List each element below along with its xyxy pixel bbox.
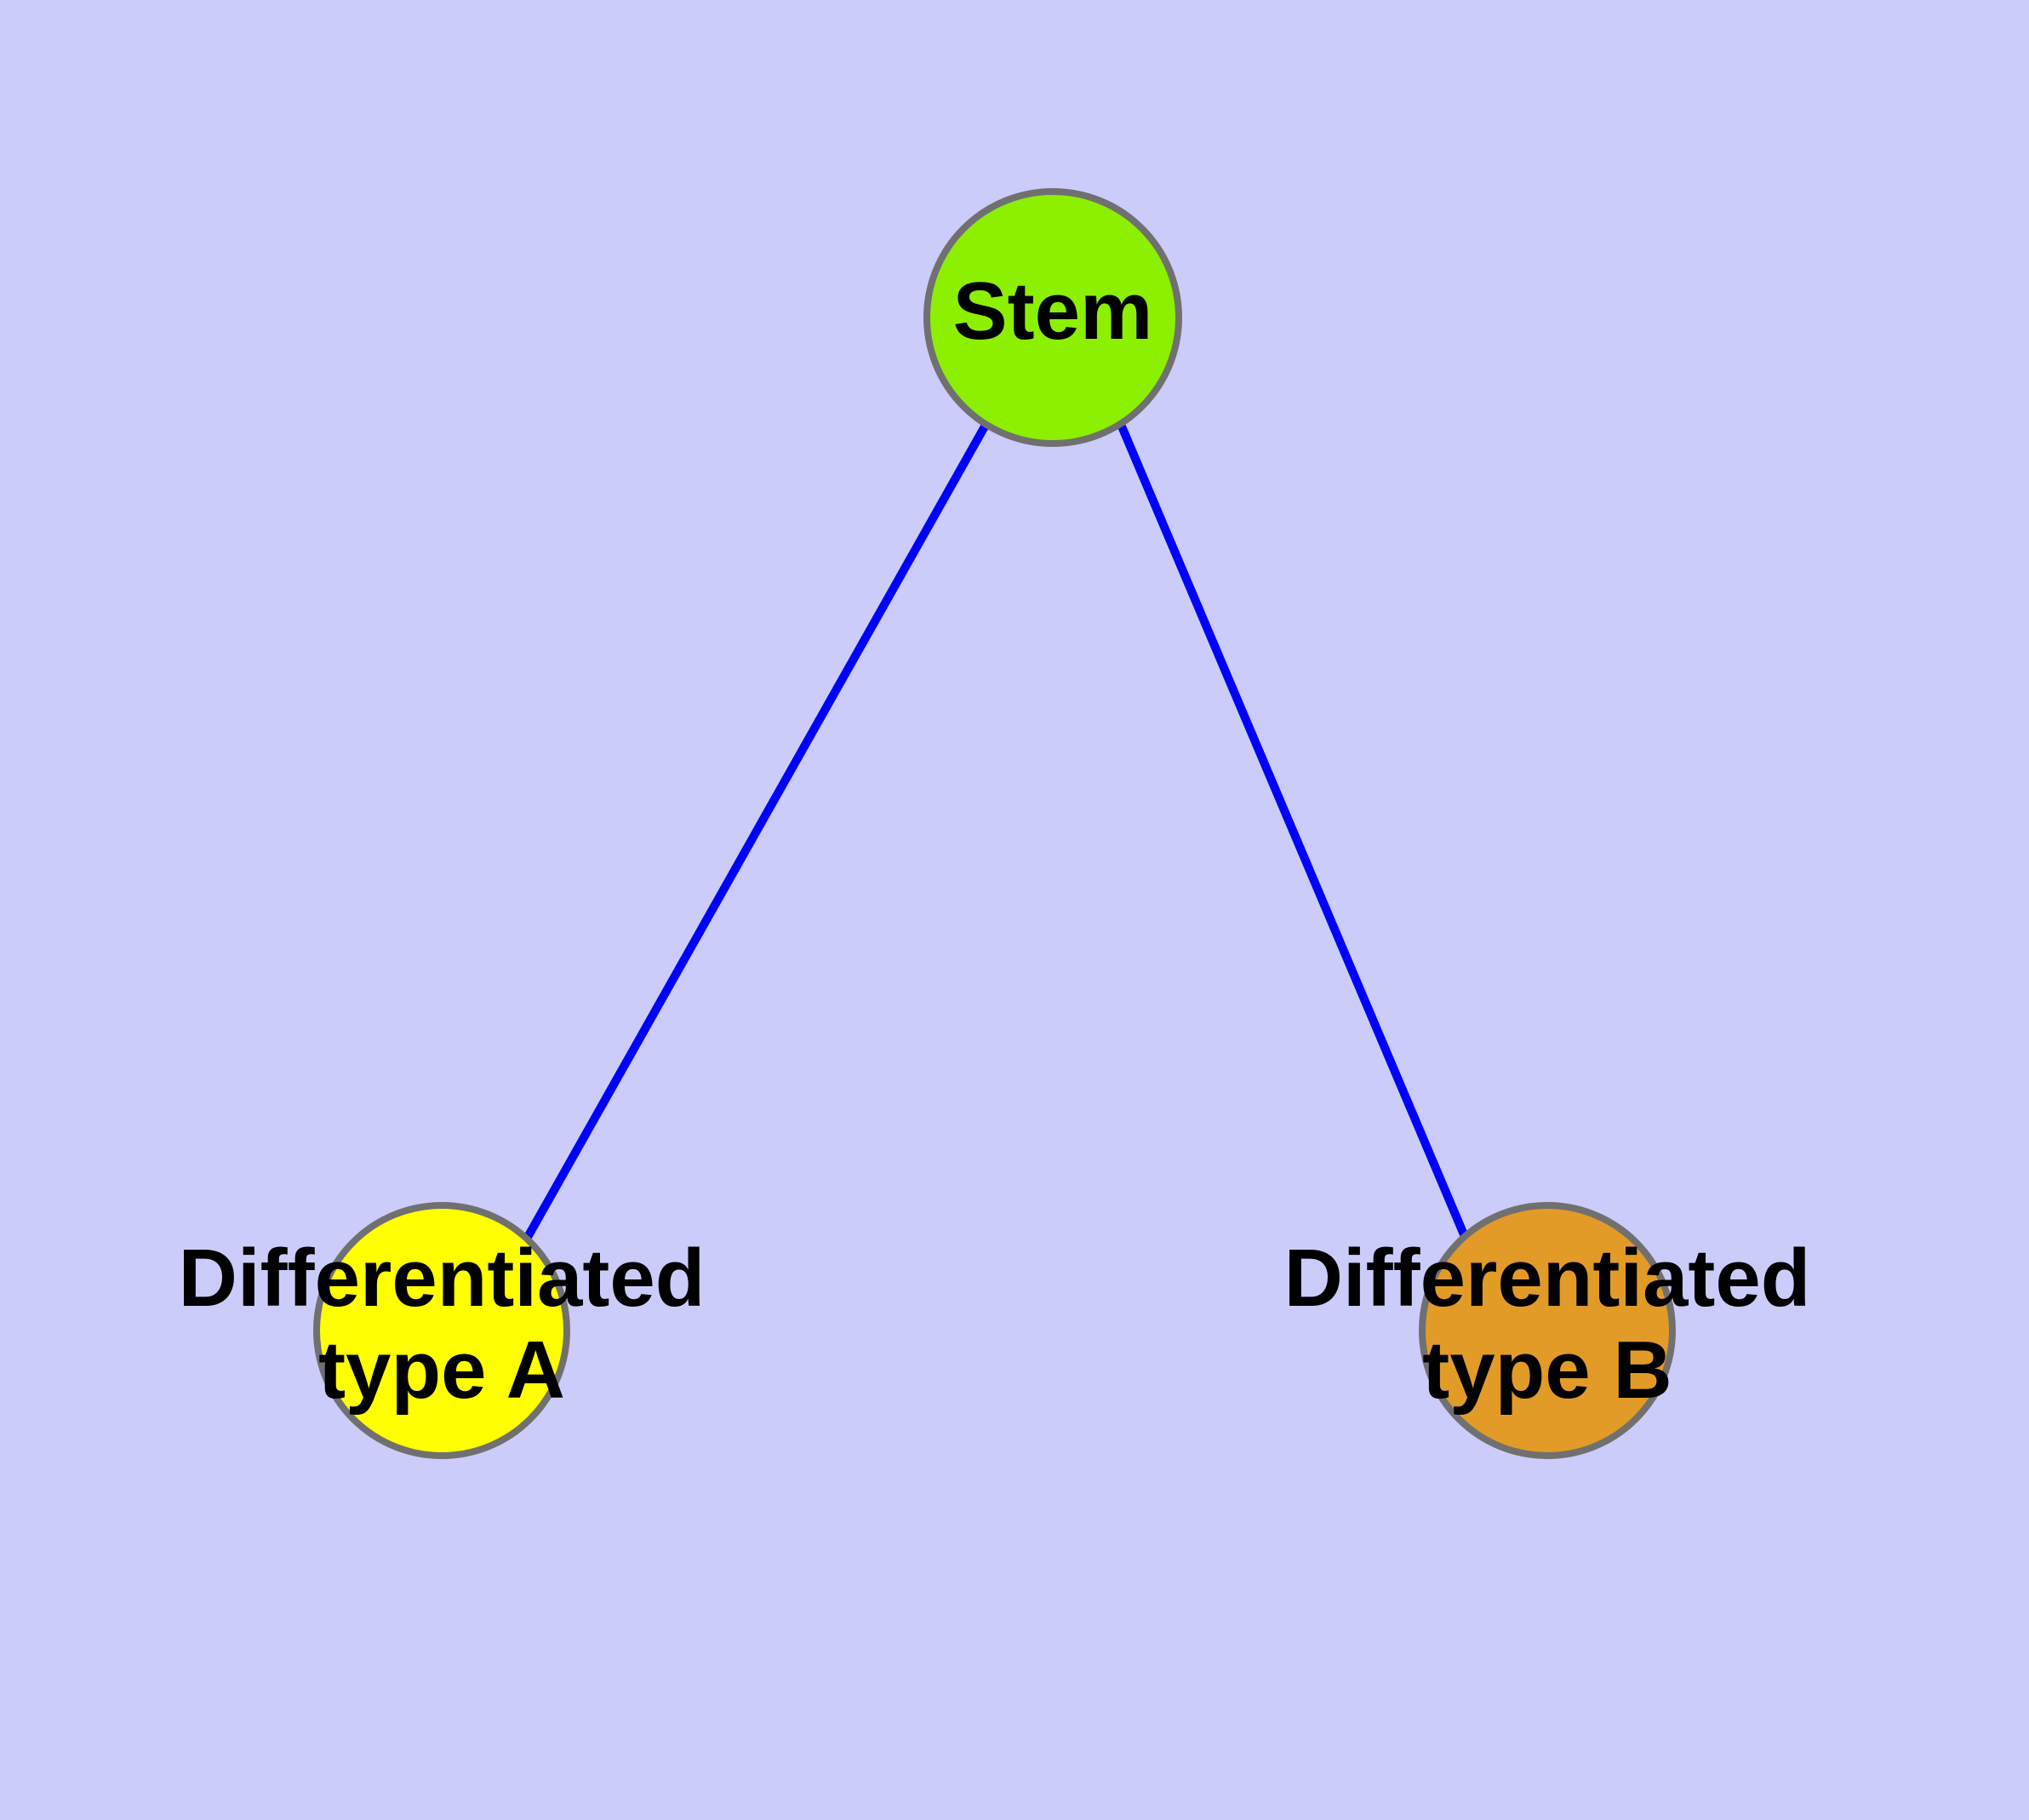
node-label-line: type A (318, 1325, 565, 1416)
node-label-line: Differentiated (1284, 1233, 1811, 1325)
nodes-layer (313, 188, 1676, 1459)
node-differentiated-type-a[interactable] (313, 1202, 570, 1459)
edge-stem-to-differentiated-type-a (523, 424, 989, 1241)
node-label-line: Stem (953, 266, 1153, 357)
node-stem[interactable] (923, 188, 1182, 447)
node-differentiated-type-b-circle[interactable] (1419, 1202, 1676, 1459)
node-stem-label: Stem (953, 266, 1153, 357)
node-differentiated-type-b[interactable] (1419, 1202, 1676, 1459)
node-stem-circle[interactable] (923, 188, 1182, 447)
edges-layer (523, 424, 1470, 1241)
node-label-line: type B (1422, 1325, 1672, 1416)
node-differentiated-type-a-circle[interactable] (313, 1202, 570, 1459)
edge-stem-to-differentiated-type-b (1117, 425, 1470, 1240)
node-label-line: Differentiated (179, 1233, 706, 1325)
